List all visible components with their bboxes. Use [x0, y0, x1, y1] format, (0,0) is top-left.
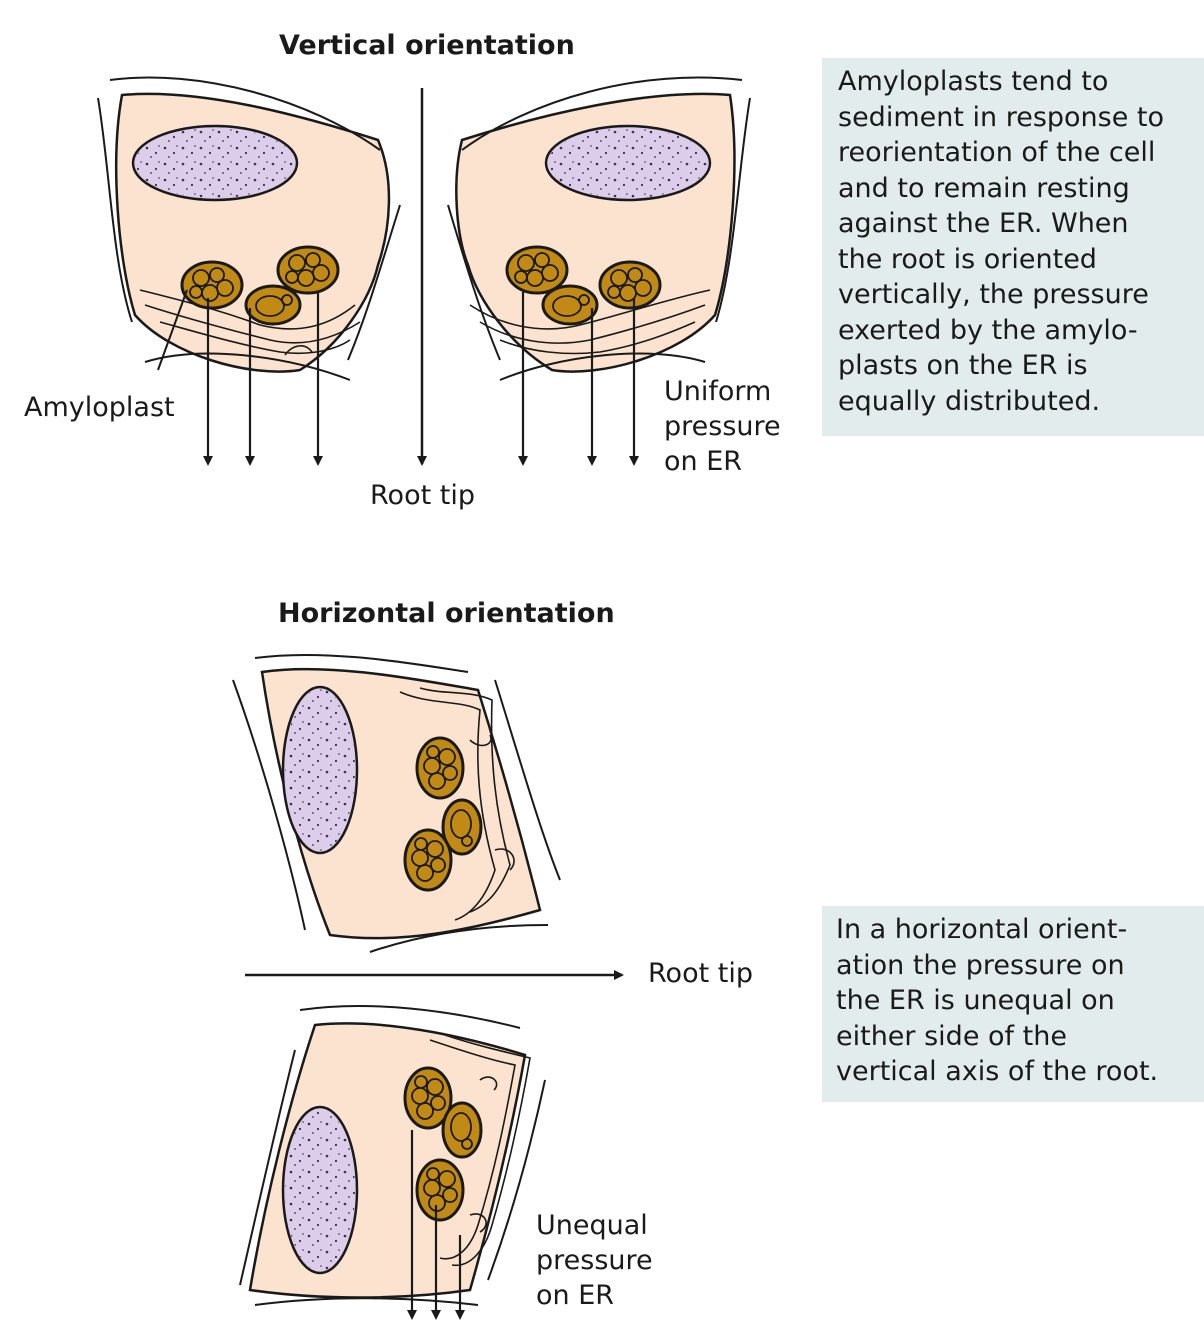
horizontal-root-tip-label: Root tip: [648, 956, 753, 991]
unequal-pressure-label: Unequal pressure on ER: [536, 1208, 653, 1313]
amyloplast: [278, 247, 338, 293]
vertical-root-tip-label: Root tip: [370, 478, 475, 513]
horizontal-explanation-note: In a horizontal orient- ation the pressu…: [822, 906, 1204, 1102]
horizontal-top-cell: [233, 655, 560, 952]
amyloplast: [600, 262, 660, 308]
amyloplast: [405, 830, 451, 890]
amyloplast: [246, 286, 300, 324]
amyloplast: [417, 738, 463, 798]
amyloplast: [417, 1160, 463, 1220]
amyloplast: [443, 1103, 481, 1157]
horizontal-bottom-cell: [240, 1006, 545, 1305]
vertical-orientation-title: Vertical orientation: [279, 30, 575, 61]
amyloplast: [182, 262, 242, 308]
amyloplast-label: Amyloplast: [24, 390, 175, 425]
horizontal-orientation-title: Horizontal orientation: [278, 598, 615, 629]
uniform-pressure-label: Uniform pressure on ER: [664, 374, 781, 479]
amyloplast: [543, 286, 597, 324]
vertical-right-cell: [448, 77, 750, 380]
amyloplast: [507, 247, 567, 293]
vertical-explanation-note: Amyloplasts tend to sediment in response…: [822, 58, 1204, 436]
